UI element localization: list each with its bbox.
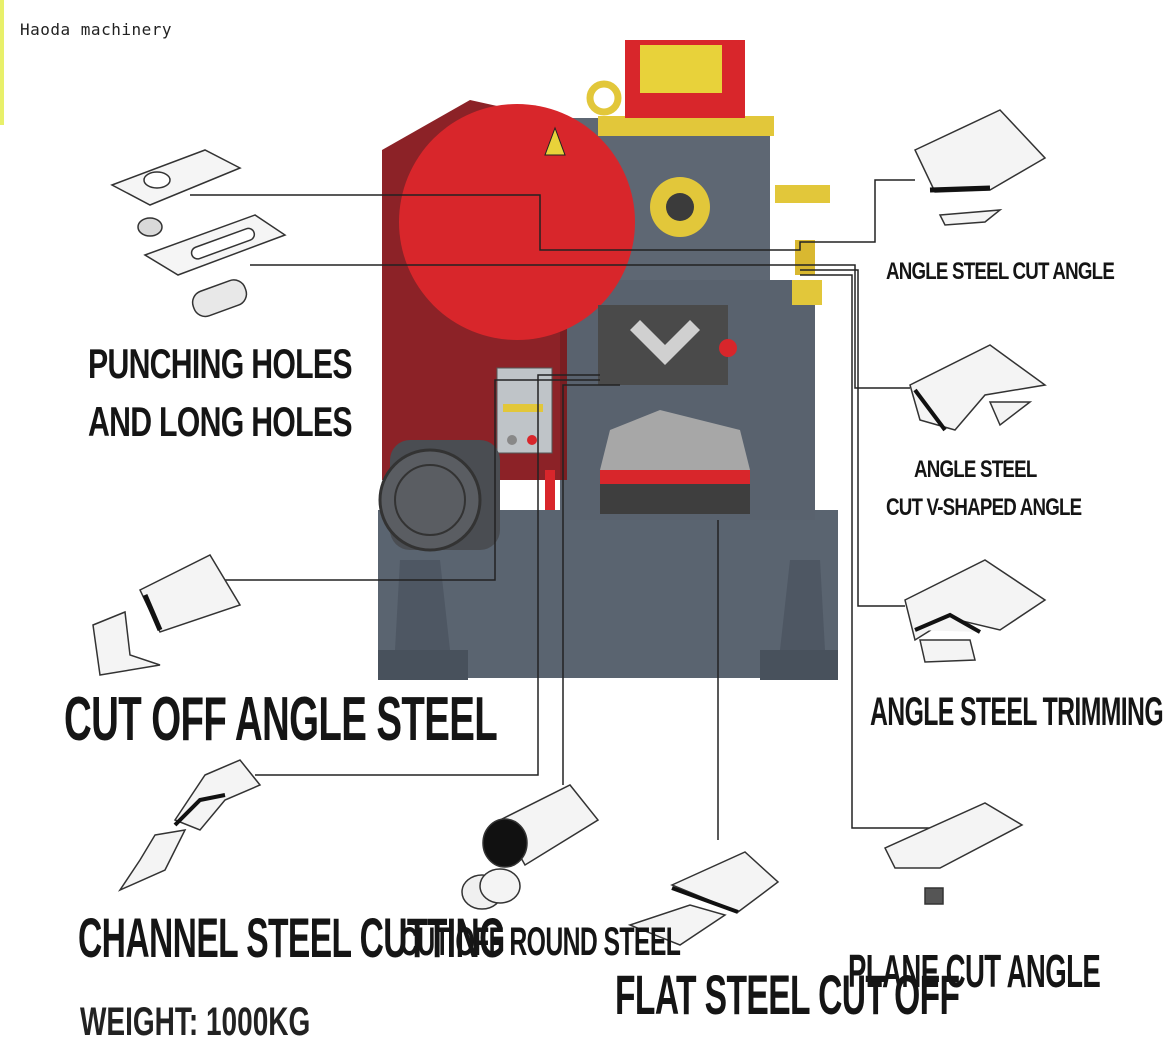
label-round-steel: CUT OFF ROUND STEEL xyxy=(400,920,681,964)
label-punching-holes: PUNCHING HOLES AND LONG HOLES xyxy=(88,340,352,446)
workpiece-angle-cut xyxy=(913,109,1047,226)
label-channel-steel: CHANNEL STEEL CUTTING xyxy=(78,906,505,969)
label-cut-off-angle-steel: CUT OFF ANGLE STEEL xyxy=(64,685,498,754)
label-flat-steel: FLAT STEEL CUT OFF xyxy=(615,963,960,1026)
workpiece-angle-piece xyxy=(92,554,242,676)
punching-line-2: AND LONG HOLES xyxy=(88,398,352,445)
workpiece-punched-plate xyxy=(110,149,287,318)
workpiece-plane-cut xyxy=(883,802,1024,905)
machine-diagram xyxy=(92,40,1047,946)
label-angle-cut-angle: ANGLE STEEL CUT ANGLE xyxy=(886,258,1115,285)
workpiece-flat-bar xyxy=(627,851,780,946)
label-v-angle-2: CUT V-SHAPED ANGLE xyxy=(886,494,1082,521)
workpiece-v-angle xyxy=(909,344,1047,432)
weight-text: WEIGHT: 1000KG xyxy=(80,1000,311,1044)
label-plane-cut-angle: PLANE CUT ANGLE xyxy=(848,945,1101,997)
workpiece-channel xyxy=(117,759,262,892)
workpiece-round-bar xyxy=(461,784,600,910)
ironworker-machine xyxy=(378,40,838,680)
label-v-angle-1: ANGLE STEEL xyxy=(914,456,1037,483)
label-angle-trimming: ANGLE STEEL TRIMMING xyxy=(870,690,1164,734)
workpiece-trimmed-angle xyxy=(904,559,1047,663)
edge-marker xyxy=(0,0,4,125)
label-weight-cropped: WEIGHT: 1000KG xyxy=(80,1000,320,1044)
punching-line-1: PUNCHING HOLES xyxy=(88,340,352,387)
watermark: Haoda machinery xyxy=(20,20,172,39)
leader-lines xyxy=(190,179,930,840)
